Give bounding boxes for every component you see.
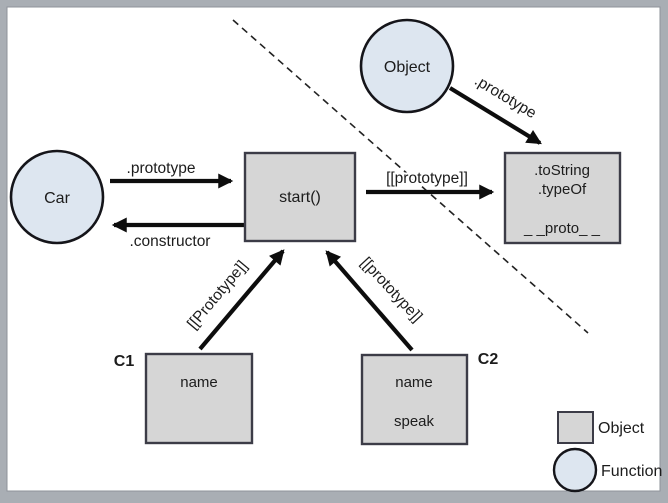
legend-function-label: Function — [601, 463, 662, 480]
c1-member-name: name — [180, 374, 218, 391]
c2-tag-label: C2 — [478, 351, 499, 368]
start-constructor-arrow-label: .constructor — [130, 233, 211, 250]
prototype-box-member-proto: _ _proto_ _ — [523, 220, 601, 237]
start-object-box — [243, 151, 357, 243]
legend-object-label: Object — [598, 420, 645, 437]
car-node-label: Car — [44, 190, 70, 207]
start-prototype-arrow-label: [[prototype]] — [386, 170, 468, 187]
car-prototype-arrow-label: .prototype — [127, 160, 196, 177]
legend: Object Function — [552, 411, 662, 493]
start-box-label: start() — [279, 189, 321, 206]
legend-object-swatch — [557, 411, 594, 444]
c2-member-name: name — [395, 374, 433, 391]
c1-prototype-arrow — [198, 249, 285, 351]
prototype-object-box — [503, 151, 622, 245]
object-node-label: Object — [384, 59, 431, 76]
car-function-node — [9, 149, 105, 245]
prototype-box-member-tostring: .toString — [534, 162, 590, 179]
object-prototype-arrow — [448, 86, 542, 145]
diagram-canvas — [6, 6, 661, 492]
prototype-box-member-typeof: .typeOf — [538, 181, 587, 198]
dashed-divider-line — [232, 19, 589, 334]
c2-member-speak: speak — [394, 413, 435, 430]
legend-function-swatch — [552, 447, 598, 493]
object-function-node — [359, 18, 455, 114]
c1-object-box — [144, 352, 254, 445]
c2-object-box — [360, 353, 469, 446]
c1-tag-label: C1 — [114, 353, 135, 370]
c2-prototype-arrow — [325, 250, 414, 352]
